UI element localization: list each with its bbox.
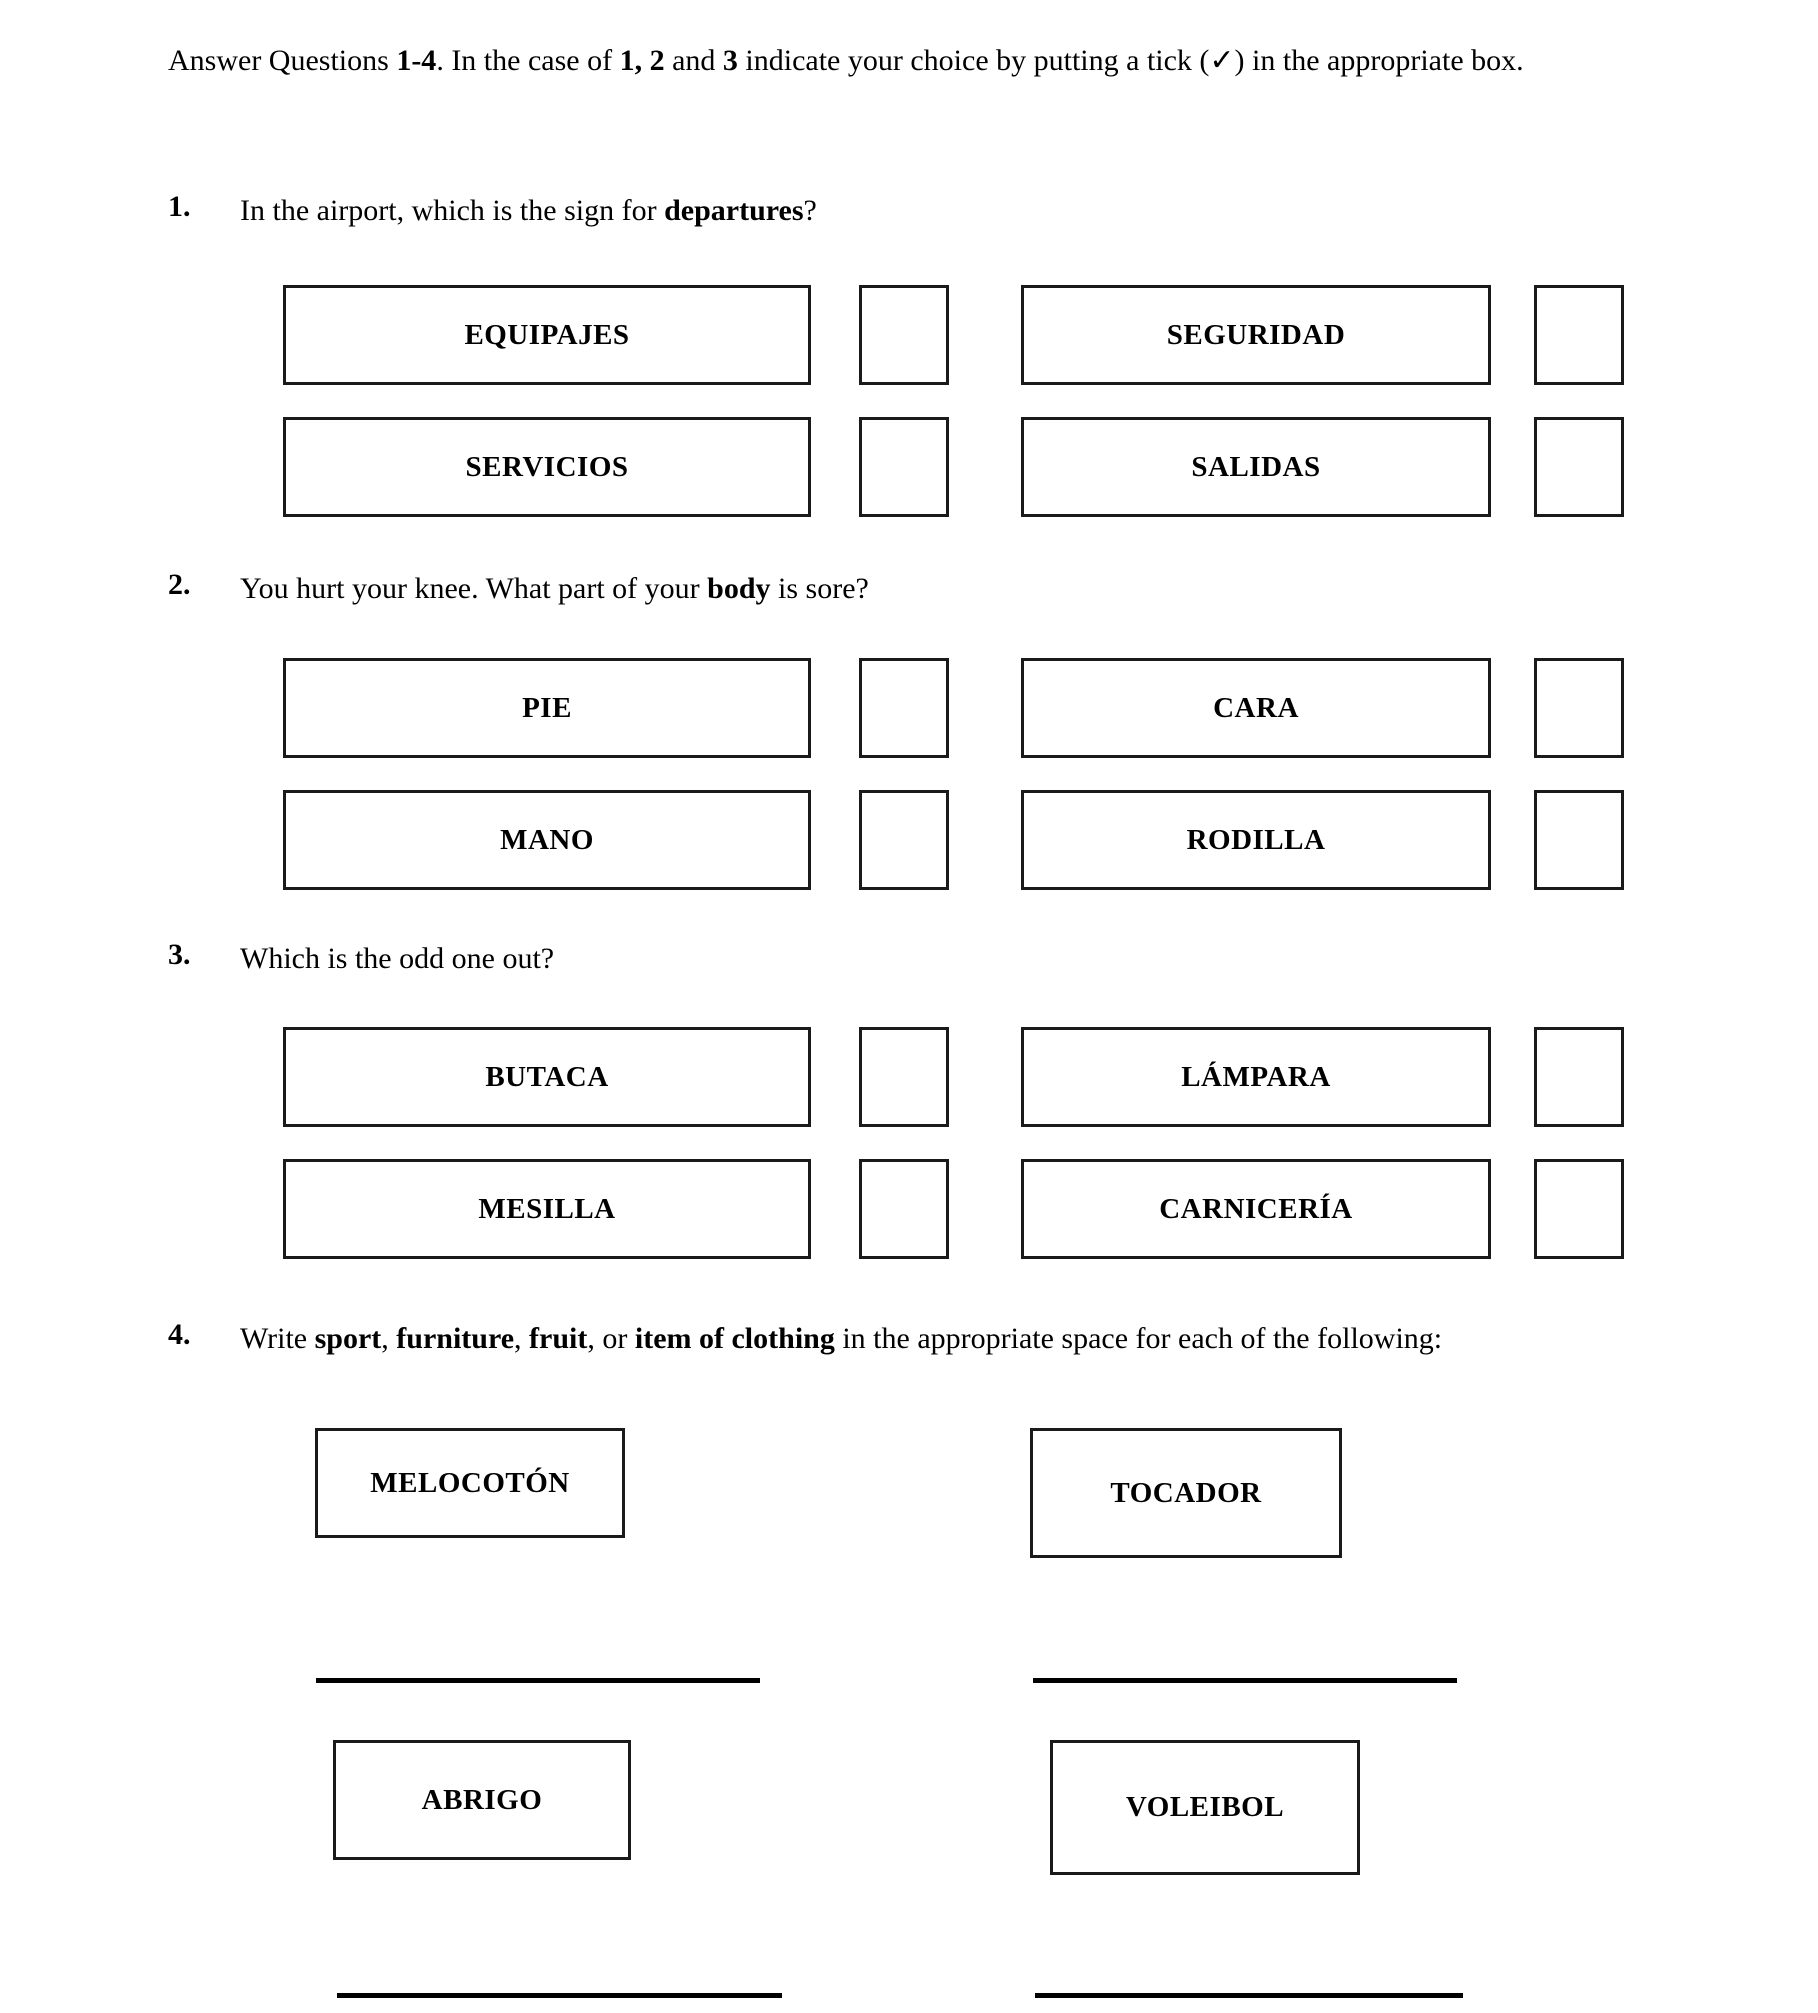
tick-box-seguridad[interactable] [1534,285,1624,385]
question-4-header: 4. Write sport, furniture, fruit, or ite… [168,1318,1588,1359]
option-box-servicios[interactable]: SERVICIOS [283,417,811,517]
write-box-melocoton[interactable]: MELOCOTÓN [315,1428,625,1538]
option-box-salidas[interactable]: SALIDAS [1021,417,1491,517]
question-1-prompt: In the airport, which is the sign for de… [240,194,817,227]
tick-box-rodilla[interactable] [1534,790,1624,890]
answer-line-abrigo[interactable] [337,1993,782,1998]
question-3-header: 3. Which is the odd one out? [168,938,1638,979]
tick-box-pie[interactable] [859,658,949,758]
option-row: PIE CARA [0,658,1818,790]
option-box-seguridad[interactable]: SEGURIDAD [1021,285,1491,385]
tick-box-equipajes[interactable] [859,285,949,385]
question-3-prompt: Which is the odd one out? [240,942,555,975]
question-2-header: 2. You hurt your knee. What part of your… [168,568,1638,609]
option-box-mesilla[interactable]: MESILLA [283,1159,811,1259]
question-2-options: PIE CARA MANO RODILLA [0,658,1818,922]
option-box-equipajes[interactable]: EQUIPAJES [283,285,811,385]
option-row: MESILLA CARNICERÍA [0,1159,1818,1291]
question-1-number: 1. [168,190,191,223]
answer-line-tocador[interactable] [1033,1678,1457,1683]
question-4-number: 4. [168,1318,191,1351]
option-box-cara[interactable]: CARA [1021,658,1491,758]
option-row: MANO RODILLA [0,790,1818,922]
option-row: BUTACA LÁMPARA [0,1027,1818,1159]
option-box-lampara[interactable]: LÁMPARA [1021,1027,1491,1127]
option-box-pie[interactable]: PIE [283,658,811,758]
tick-box-servicios[interactable] [859,417,949,517]
question-1-header: 1. In the airport, which is the sign for… [168,190,1638,231]
option-row: EQUIPAJES SEGURIDAD [0,285,1818,417]
question-4-prompt: Write sport, furniture, fruit, or item o… [240,1322,1443,1355]
question-2-number: 2. [168,568,191,601]
option-row: SERVICIOS SALIDAS [0,417,1818,549]
tick-box-cara[interactable] [1534,658,1624,758]
answer-line-melocoton[interactable] [316,1678,760,1683]
option-box-butaca[interactable]: BUTACA [283,1027,811,1127]
option-box-rodilla[interactable]: RODILLA [1021,790,1491,890]
tick-box-lampara[interactable] [1534,1027,1624,1127]
question-3-number: 3. [168,938,191,971]
answer-line-voleibol[interactable] [1035,1993,1463,1998]
write-box-voleibol[interactable]: VOLEIBOL [1050,1740,1360,1875]
tick-box-carniceria[interactable] [1534,1159,1624,1259]
option-box-mano[interactable]: MANO [283,790,811,890]
write-box-abrigo[interactable]: ABRIGO [333,1740,631,1860]
instructions-paragraph: Answer Questions 1-4. In the case of 1, … [168,44,1524,77]
question-3-options: BUTACA LÁMPARA MESILLA CARNICERÍA [0,1027,1818,1291]
option-box-carniceria[interactable]: CARNICERÍA [1021,1159,1491,1259]
question-2-prompt: You hurt your knee. What part of your bo… [240,572,869,605]
tick-box-butaca[interactable] [859,1027,949,1127]
tick-box-mano[interactable] [859,790,949,890]
write-box-tocador[interactable]: TOCADOR [1030,1428,1342,1558]
tick-box-mesilla[interactable] [859,1159,949,1259]
question-1-options: EQUIPAJES SEGURIDAD SERVICIOS SALIDAS [0,285,1818,549]
tick-box-salidas[interactable] [1534,417,1624,517]
